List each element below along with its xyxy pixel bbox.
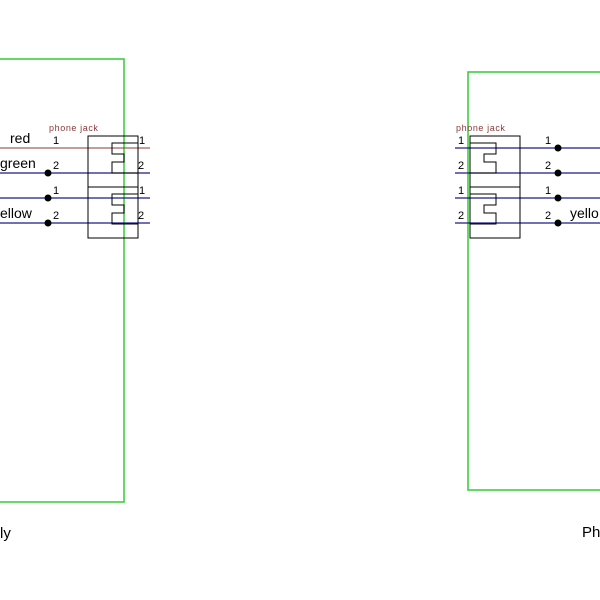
right-junction-dot-3 [554,194,562,202]
right-pin-right-2: 2 [545,160,551,172]
right-wire-label-yellow: yello [570,205,599,221]
left-pin-right-1: 1 [139,135,145,147]
left-board-caption: ly [0,525,11,542]
right-pin-left-4: 2 [458,210,464,222]
left-pin-right-3: 1 [139,185,145,197]
right-pin-left-2: 2 [458,160,464,172]
right-junction-dot-4 [554,219,562,227]
right-junction-dot-1 [554,144,562,152]
left-board-outline [0,58,125,503]
left-junction-dot-4 [44,219,52,227]
right-junction-dot-2 [554,169,562,177]
left-junction-dot-3 [44,194,52,202]
left-wire-label-green: green [0,155,36,171]
left-wire-label-yellow: ellow [0,205,33,221]
left-pin-right-2: 2 [138,160,144,172]
right-pin-right-4: 2 [545,210,551,222]
right-phone-jack [469,135,521,239]
left-pin-left-3: 1 [53,185,59,197]
right-pin-left-3: 1 [458,185,464,197]
left-phone-jack [87,135,139,239]
right-board-caption: Ph [582,524,600,541]
left-board: red green ellow 1 2 1 2 phone jack 1 2 1… [0,58,150,542]
right-pin-right-3: 1 [545,185,551,197]
right-pin-left-1: 1 [458,135,464,147]
left-pin-right-4: 2 [138,210,144,222]
left-wire-label-red: red [10,130,30,146]
right-pin-right-1: 1 [545,135,551,147]
left-pin-left-4: 2 [53,210,59,222]
right-board: phone jack 1 2 1 2 1 2 1 2 [455,71,600,541]
right-jack-label: phone jack [456,123,506,133]
right-board-outline [467,71,600,491]
left-pin-left-2: 2 [53,160,59,172]
left-jack-label: phone jack [49,123,99,133]
left-junction-dot-2 [44,169,52,177]
left-pin-left-1: 1 [53,135,59,147]
